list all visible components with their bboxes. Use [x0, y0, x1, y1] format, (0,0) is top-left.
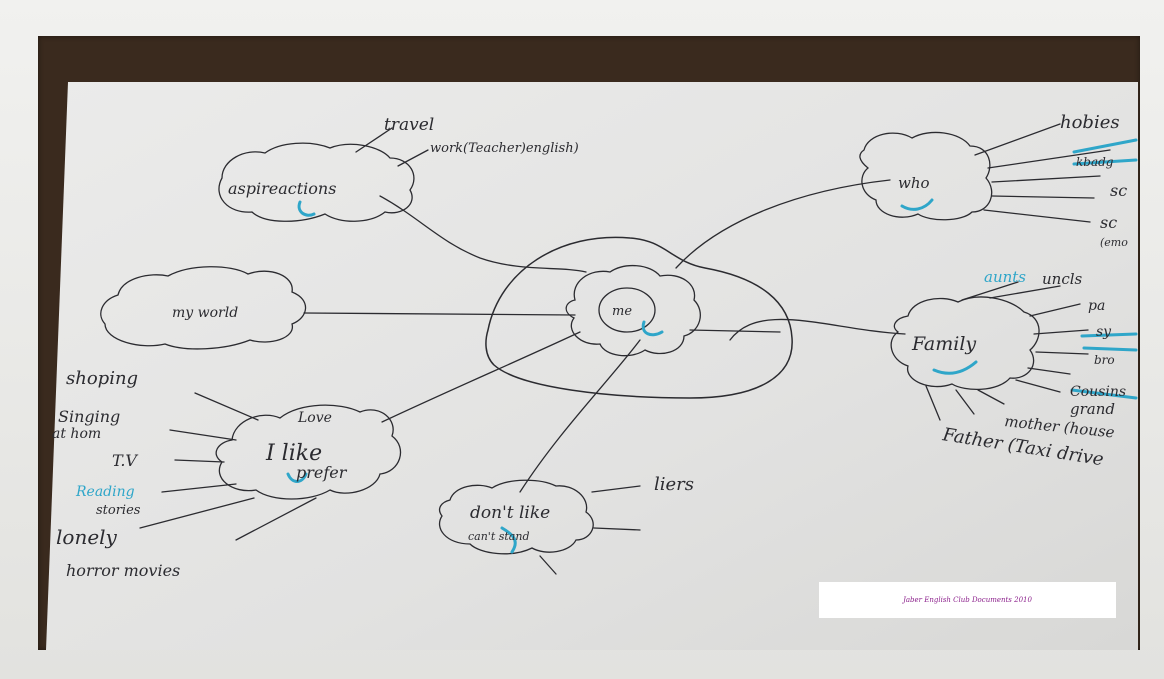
who-spoke-1	[974, 123, 1061, 156]
blue-strike-family	[1080, 332, 1138, 338]
family-spoke-5	[1035, 351, 1089, 355]
who-spoke-5	[983, 209, 1091, 223]
blue-mark-aspirations	[297, 200, 316, 217]
blue-mark-dislikes	[500, 526, 517, 554]
family-item-3: pa	[1088, 298, 1105, 314]
line-work	[397, 149, 429, 167]
work-label: work(Teacher)english)	[430, 141, 579, 156]
blue-strike-who	[1072, 138, 1138, 154]
who-item-1: hobies	[1060, 112, 1120, 133]
likes-spoke-2	[169, 429, 237, 441]
blue-strike-who-2	[1072, 158, 1138, 166]
family-spoke-9	[955, 389, 975, 415]
blue-strike-cousins	[1070, 388, 1138, 400]
likes-spoke-1	[194, 392, 259, 421]
family-spoke-8	[977, 389, 1005, 405]
family-spoke-7	[1015, 379, 1061, 393]
dislikes-extra: can't stand	[468, 530, 530, 543]
who-item-2: kbadg	[1076, 155, 1114, 169]
family-spoke-1	[961, 281, 1019, 301]
line-likes	[381, 331, 581, 423]
who-label: who	[898, 174, 930, 192]
likes-item-1: shoping	[66, 368, 138, 389]
center-outer-loop	[485, 236, 793, 399]
family-spoke-6	[1027, 367, 1071, 375]
who-spoke-4	[991, 195, 1095, 199]
line-cross	[689, 329, 781, 333]
likes-spoke-3	[174, 459, 225, 463]
line-liers	[591, 485, 641, 493]
dislikes-item-1: liers	[654, 474, 694, 495]
dislikes-label: don't like	[470, 503, 550, 523]
likes-item-4: T.V	[112, 451, 138, 470]
aspirations-label: aspireactions	[228, 179, 336, 198]
family-item-5: bro	[1094, 353, 1115, 367]
family-item-2: uncls	[1042, 270, 1083, 288]
likes-cloud	[215, 404, 402, 500]
center-label: me	[612, 304, 632, 319]
line-dislike-2	[593, 527, 641, 531]
likes-label: I like	[265, 441, 322, 466]
family-cloud	[890, 296, 1040, 391]
travel-label: travel	[384, 115, 434, 135]
likes-item-8: horror movies	[66, 561, 180, 580]
likes-item-5: Reading	[75, 484, 135, 500]
blue-mark-center	[641, 320, 664, 337]
aspirations-cloud	[218, 142, 415, 222]
likes-item-3: at hom	[52, 426, 101, 442]
who-item-5: (emo	[1100, 236, 1128, 249]
family-item-7: grand	[1070, 400, 1115, 418]
my-world-cloud	[100, 266, 307, 350]
blue-mark-likes	[286, 472, 308, 483]
likes-item-7: lonely	[56, 525, 118, 549]
line-dislikes	[519, 339, 641, 493]
line-dislike-3	[539, 555, 557, 575]
center-inner-circle	[598, 287, 656, 333]
family-spoke-10	[925, 385, 941, 421]
blue-strike-family-2	[1082, 346, 1138, 352]
line-aspirations	[379, 195, 587, 273]
dislikes-cloud	[438, 479, 594, 555]
credit-box: Jaber English Club Documents 2010	[819, 582, 1116, 618]
line-travel	[355, 127, 393, 153]
line-who	[675, 179, 891, 269]
blue-mark-family	[932, 360, 978, 375]
family-item-1: aunts	[984, 268, 1026, 286]
paper-sheet	[46, 82, 1138, 650]
likes-item-6: stories	[96, 503, 141, 518]
who-spoke-2	[987, 149, 1111, 169]
my-world-label: my world	[172, 305, 238, 321]
who-item-4: sc	[1100, 213, 1117, 232]
family-spoke-2	[989, 285, 1061, 299]
center-cloud	[565, 265, 701, 357]
likes-extra-1: Love	[297, 410, 332, 426]
who-spoke-3	[991, 175, 1101, 183]
family-spoke-4	[1033, 329, 1089, 335]
likes-spoke-4	[161, 483, 237, 493]
likes-spoke-5	[139, 497, 255, 529]
who-cloud	[859, 131, 993, 221]
likes-extra-2: prefer	[296, 463, 348, 482]
family-label: Family	[911, 333, 976, 355]
blue-mark-who	[900, 198, 934, 211]
likes-item-2: Singing	[58, 407, 120, 426]
likes-spoke-6	[235, 497, 317, 541]
line-myworld	[303, 312, 576, 316]
family-item-4: sy	[1096, 324, 1112, 340]
who-item-3: sc	[1110, 181, 1127, 200]
line-family	[729, 318, 906, 341]
family-item-6: Cousins	[1070, 384, 1126, 400]
family-spoke-3	[1029, 303, 1081, 317]
credit-text: Jaber English Club Documents 2010	[903, 596, 1032, 604]
